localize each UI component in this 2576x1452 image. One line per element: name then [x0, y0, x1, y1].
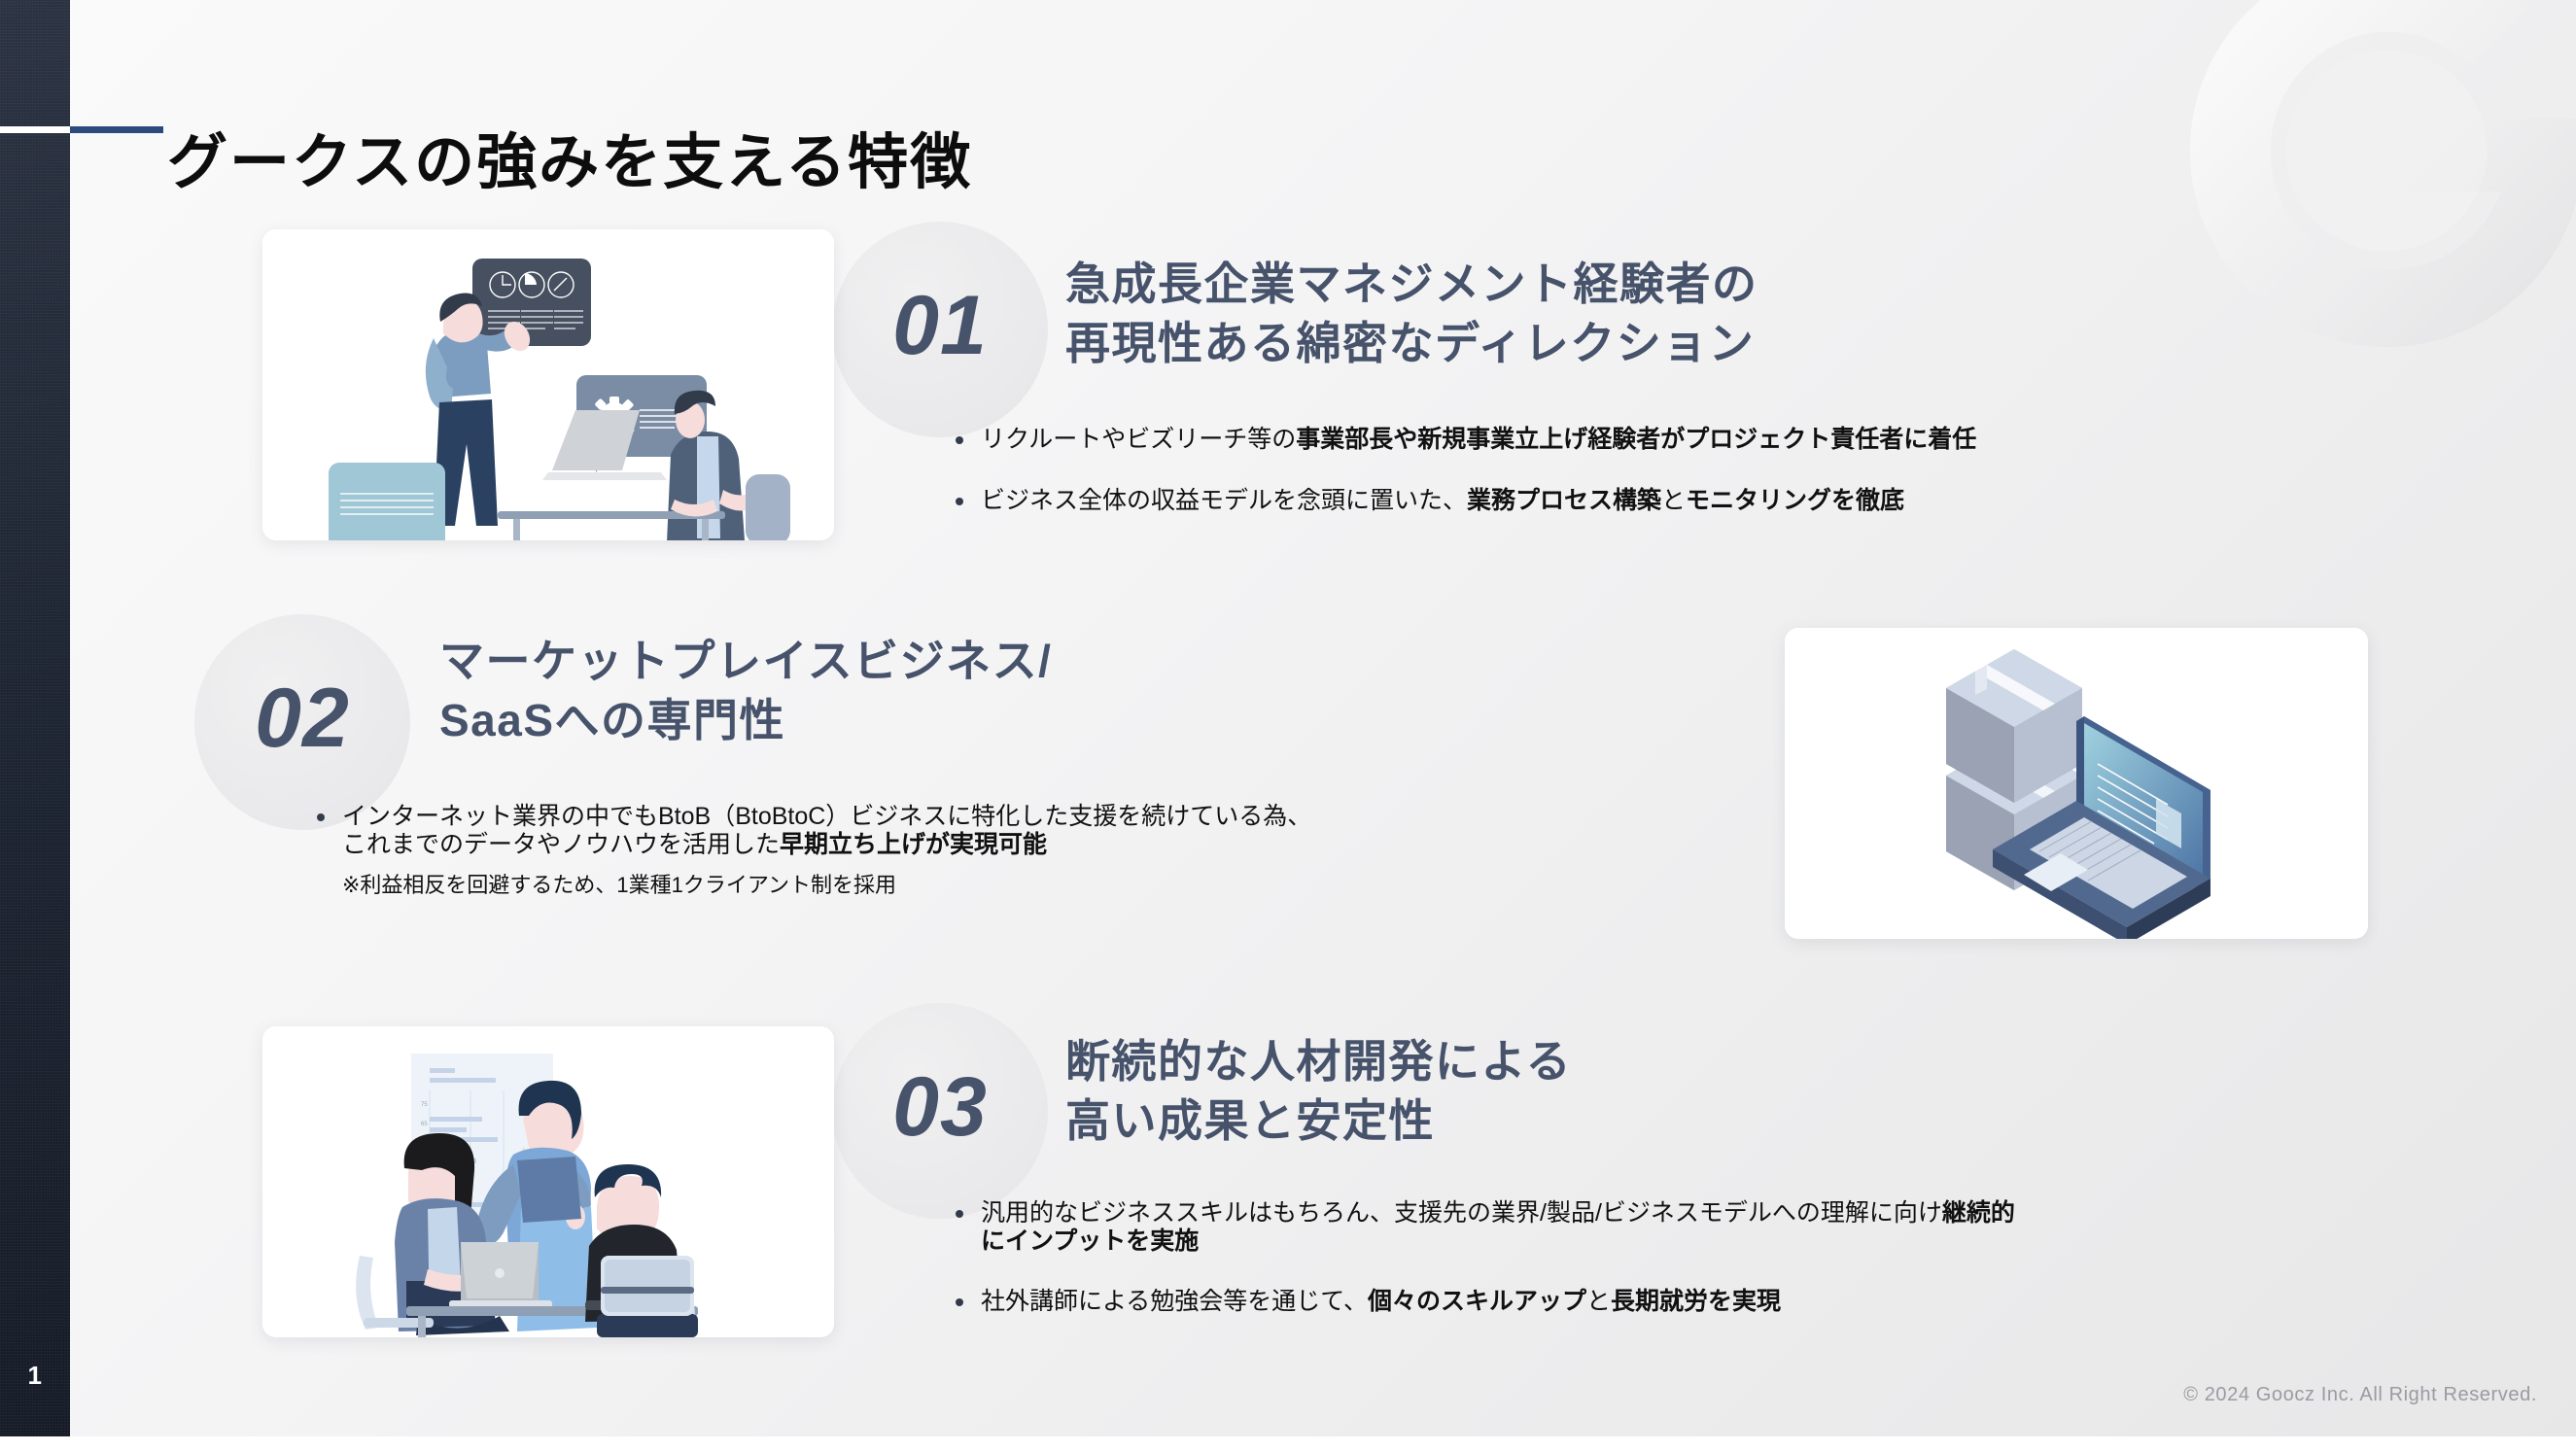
list-item: 汎用的なビジネススキルはもちろん、支援先の業界/製品/ビジネスモデルへの理解に向… — [948, 1193, 2523, 1233]
copyright-notice: © 2024 Goocz Inc. All Right Reserved. — [2183, 1384, 2537, 1405]
section-02-number-badge: 02 — [194, 614, 410, 830]
list-item: リクルートやビズリーチ等の事業部長や新規事業立上げ経験者がプロジェクト責任者に着… — [948, 420, 2503, 460]
section-01-heading-line2: 再現性ある綿密なディレクション — [1065, 318, 1756, 369]
section-02-illustration-card — [1785, 628, 2368, 939]
page-number: 1 — [27, 1361, 43, 1390]
svg-text:75: 75 — [421, 1102, 428, 1108]
section-01-number-badge: 01 — [832, 222, 1048, 437]
section-01-number: 01 — [892, 278, 988, 372]
section-02-bullets: インターネット業界の中でもBtoB（BtoBtoC）ビジネスに特化した支援を続け… — [309, 797, 1719, 903]
section-01-bullets: リクルートやビズリーチ等の事業部長や新規事業立上げ経験者がプロジェクト責任者に着… — [948, 420, 2503, 520]
section-03-heading: 断続的な人材開発による 高い成果と安定性 — [1065, 1032, 1572, 1151]
page-title: グークスの強みを支える特徴 — [167, 128, 973, 196]
section-01-illustration-card — [262, 229, 834, 540]
list-item: ビジネス全体の収益モデルを念頭に置いた、業務プロセス構築とモニタリングを徹底 — [948, 481, 2503, 521]
list-item: にインプットを実施 — [981, 1227, 1200, 1255]
section-03-number-badge: 03 — [832, 1003, 1048, 1219]
laptop-boxes-illustration — [1785, 628, 2368, 939]
svg-text:65: 65 — [421, 1122, 428, 1127]
section-02-note: ※利益相反を回避するため、1業種1クライアント制を採用 — [342, 873, 897, 897]
bottom-strip — [0, 1436, 2576, 1452]
section-03-number: 03 — [892, 1059, 988, 1154]
title-accent-rule — [56, 126, 163, 133]
list-item: これまでのデータやノウハウを活用した早期立ち上げが実現可能 ※利益相反を回避する… — [309, 825, 1719, 903]
section-02-heading-line1: マーケットプレイスビジネス/ — [439, 636, 1053, 686]
section-03-bullets: 汎用的なビジネススキルはもちろん、支援先の業界/製品/ビジネスモデルへの理解に向… — [948, 1193, 2523, 1322]
section-01-heading: 急成長企業マネジメント経験者の 再現性ある綿密なディレクション — [1065, 255, 1758, 373]
goocz-g-watermark-icon — [2189, 0, 2576, 348]
section-03-heading-line2: 高い成果と安定性 — [1065, 1095, 1435, 1147]
section-02-heading: マーケットプレイスビジネス/ SaaSへの専門性 — [439, 632, 1052, 750]
list-item: インターネット業界の中でもBtoB（BtoBtoC）ビジネスに特化した支援を続け… — [309, 797, 1719, 837]
section-02-heading-line2: SaaSへの専門性 — [439, 695, 786, 746]
section-03-heading-line1: 断続的な人材開発による — [1065, 1036, 1573, 1087]
list-item: 社外講師による勉強会等を通じて、個々のスキルアップと長期就労を実現 — [948, 1282, 2523, 1322]
section-02-number: 02 — [255, 671, 350, 765]
section-01-heading-line1: 急成長企業マネジメント経験者の — [1065, 259, 1758, 309]
left-sidebar-rail — [0, 0, 70, 1436]
team-dashboard-illustration — [262, 229, 834, 540]
rail-notch — [0, 126, 70, 133]
